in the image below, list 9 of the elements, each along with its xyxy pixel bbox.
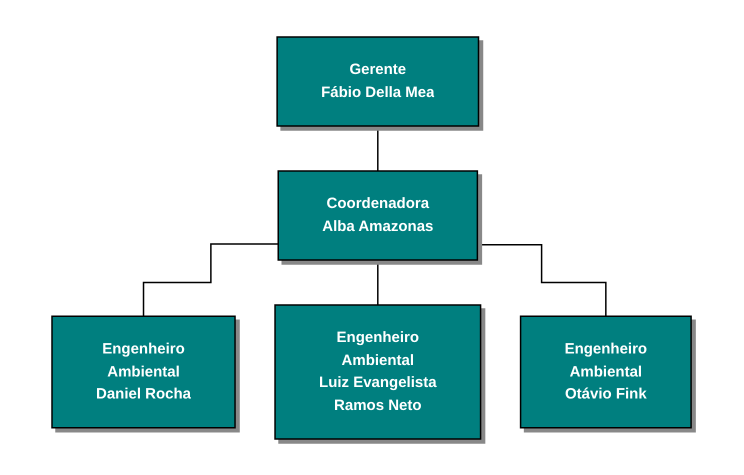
node-box: Engenheiro Ambiental Luiz Evangelista Ramos Neto <box>274 304 482 440</box>
connector <box>378 124 379 172</box>
node-box: Coordenadora Alba Amazonas <box>278 170 479 260</box>
connector <box>143 242 279 316</box>
node-box: Engenheiro Ambiental Daniel Rocha <box>52 315 236 428</box>
node-box: Gerente Fábio Della Mea <box>276 36 480 126</box>
node-box: Engenheiro Ambiental Otávio Fink <box>520 315 692 428</box>
connector <box>478 244 608 316</box>
connector <box>378 258 379 306</box>
